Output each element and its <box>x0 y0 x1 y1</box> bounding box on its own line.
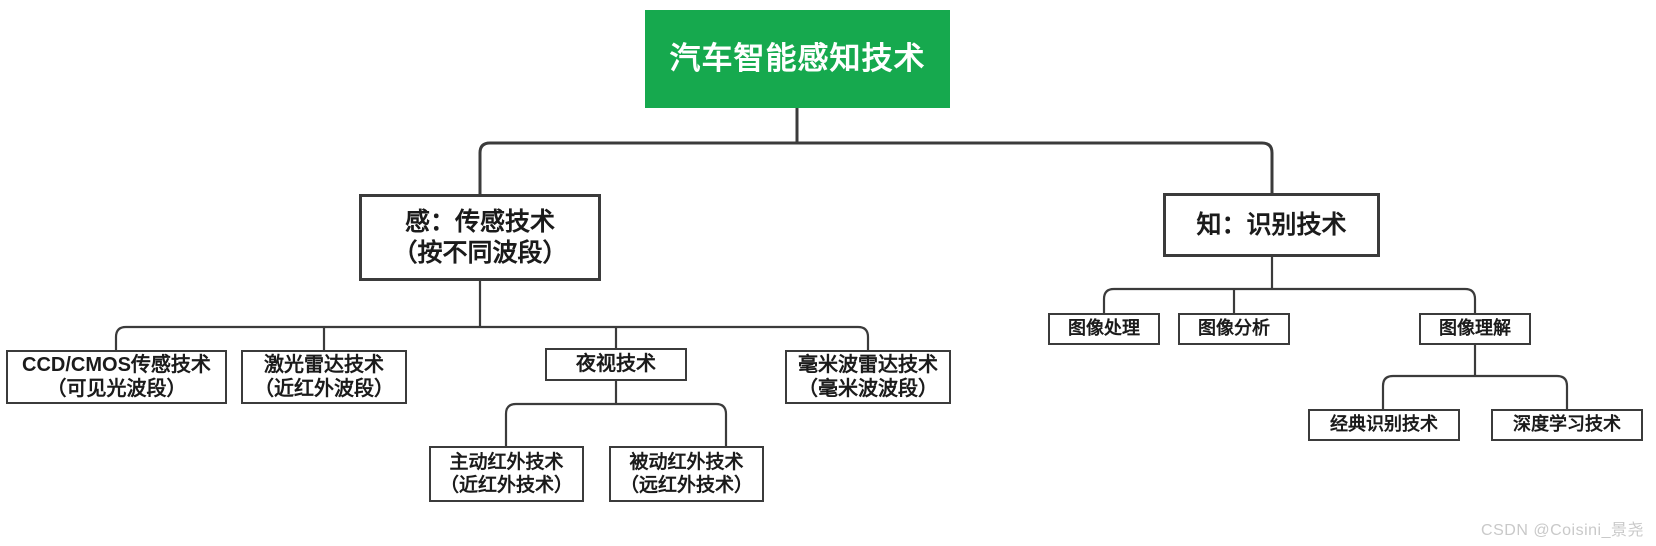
node-image-understanding-label: 图像理解 <box>1439 318 1511 339</box>
watermark: CSDN @Coisini_景尧 <box>1481 522 1644 539</box>
node-ccd-cmos-label-line1: CCD/CMOS传感技术 <box>22 353 211 376</box>
node-image-processing[interactable]: 图像处理 <box>1048 313 1160 345</box>
node-root[interactable]: 汽车智能感知技术 <box>645 10 950 108</box>
node-active-infrared[interactable]: 主动红外技术 （近红外技术） <box>429 446 584 502</box>
node-passive-infrared[interactable]: 被动红外技术 （远红外技术） <box>609 446 764 502</box>
node-image-processing-label: 图像处理 <box>1068 318 1140 339</box>
node-recognize-label-line1: 知：识别技术 <box>1196 210 1347 239</box>
node-night-vision-label: 夜视技术 <box>576 353 656 376</box>
node-mmwave-radar-label-line1: 毫米波雷达技术 <box>798 353 938 376</box>
node-lidar-label-line2: （近红外波段） <box>254 378 394 400</box>
node-mmwave-radar-label-line2: （毫米波波段） <box>798 378 938 400</box>
node-ccd-cmos[interactable]: CCD/CMOS传感技术 （可见光波段） <box>6 350 227 404</box>
node-lidar[interactable]: 激光雷达技术 （近红外波段） <box>241 350 407 404</box>
node-image-understanding[interactable]: 图像理解 <box>1419 313 1531 345</box>
node-sense-label-line2: （按不同波段） <box>392 238 568 267</box>
node-deep-learning-label: 深度学习技术 <box>1513 414 1621 435</box>
node-night-vision[interactable]: 夜视技术 <box>545 348 687 381</box>
node-deep-learning[interactable]: 深度学习技术 <box>1491 409 1643 441</box>
node-recognize[interactable]: 知：识别技术 <box>1163 193 1380 257</box>
node-classic-recognition[interactable]: 经典识别技术 <box>1308 409 1460 441</box>
node-image-analysis-label: 图像分析 <box>1198 318 1270 339</box>
node-image-analysis[interactable]: 图像分析 <box>1178 313 1290 345</box>
node-sense-label-line1: 感：传感技术 <box>404 208 555 236</box>
node-passive-infrared-label-line2: （远红外技术） <box>619 475 753 496</box>
node-lidar-label-line1: 激光雷达技术 <box>264 353 384 376</box>
node-active-infrared-label-line1: 主动红外技术 <box>449 451 564 473</box>
node-sense[interactable]: 感：传感技术 （按不同波段） <box>359 194 601 281</box>
node-passive-infrared-label-line1: 被动红外技术 <box>629 451 744 473</box>
node-active-infrared-label-line2: （近红外技术） <box>439 475 573 496</box>
node-ccd-cmos-label-line2: （可见光波段） <box>46 378 187 400</box>
node-classic-recognition-label: 经典识别技术 <box>1330 414 1438 435</box>
node-mmwave-radar[interactable]: 毫米波雷达技术 （毫米波波段） <box>785 350 951 404</box>
node-root-label: 汽车智能感知技术 <box>669 41 926 77</box>
